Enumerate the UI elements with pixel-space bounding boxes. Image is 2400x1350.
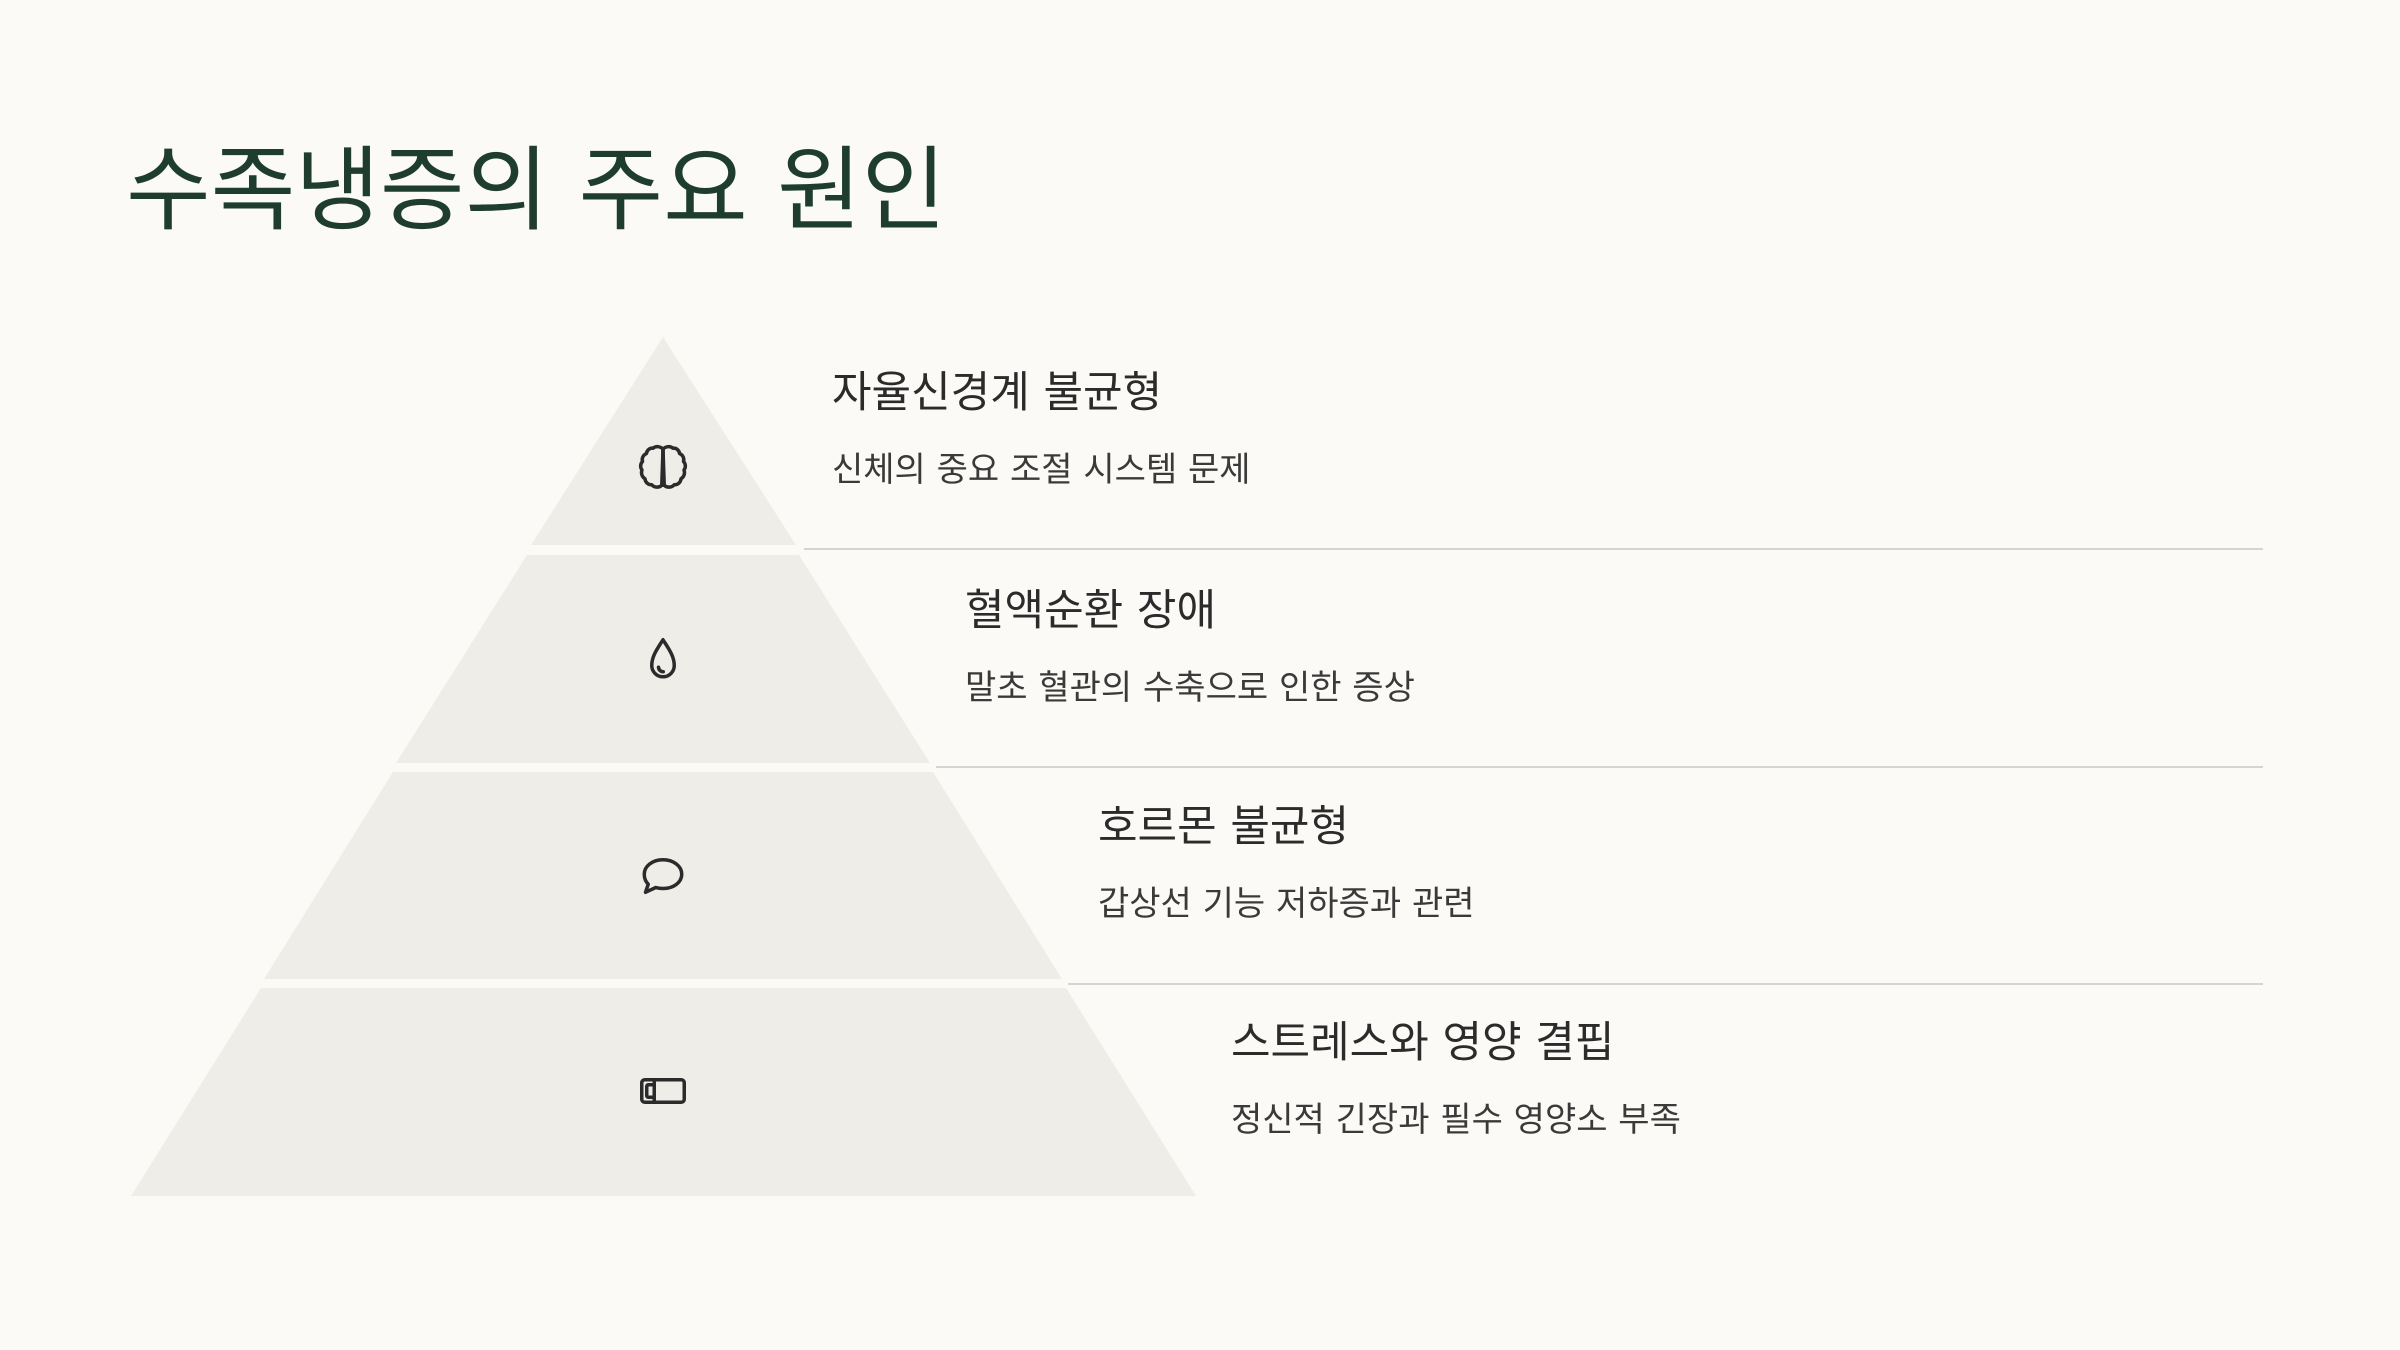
pyramid-tier-3 <box>264 772 1062 979</box>
pyramid-tier-1 <box>531 337 796 545</box>
divider-line <box>804 548 2263 550</box>
tier-title: 스트레스와 영양 결핍 <box>1231 1018 1615 1068</box>
water-drop-icon <box>633 631 693 691</box>
tier-3-text: 호르몬 불균형 갑상선 기능 저하증과 관련 <box>1098 802 1475 924</box>
tier-title: 호르몬 불균형 <box>1098 802 1350 852</box>
tier-title: 혈액순환 장애 <box>965 586 1217 636</box>
tier-1-text: 자율신경계 불균형 신체의 중요 조절 시스템 문제 <box>832 368 1251 490</box>
tier-description: 말초 혈관의 수축으로 인한 증상 <box>965 667 1415 708</box>
page-title: 수족냉증의 주요 원인 <box>126 137 947 244</box>
speech-bubble-icon <box>633 846 693 906</box>
pyramid-tier-4 <box>131 988 1196 1196</box>
tier-2-text: 혈액순환 장애 말초 혈관의 수축으로 인한 증상 <box>965 586 1415 708</box>
brain-icon <box>633 438 693 498</box>
tier-4-text: 스트레스와 영양 결핍 정신적 긴장과 필수 영양소 부족 <box>1231 1018 1681 1140</box>
divider-line <box>1068 983 2263 985</box>
pyramid-tier-2 <box>396 555 930 763</box>
divider-line <box>936 766 2263 768</box>
tier-description: 신체의 중요 조절 시스템 문제 <box>832 449 1251 490</box>
tier-description: 정신적 긴장과 필수 영양소 부족 <box>1231 1099 1681 1140</box>
tier-description: 갑상선 기능 저하증과 관련 <box>1098 883 1475 924</box>
toggle-panel-icon <box>633 1061 693 1121</box>
tier-title: 자율신경계 불균형 <box>832 368 1163 418</box>
